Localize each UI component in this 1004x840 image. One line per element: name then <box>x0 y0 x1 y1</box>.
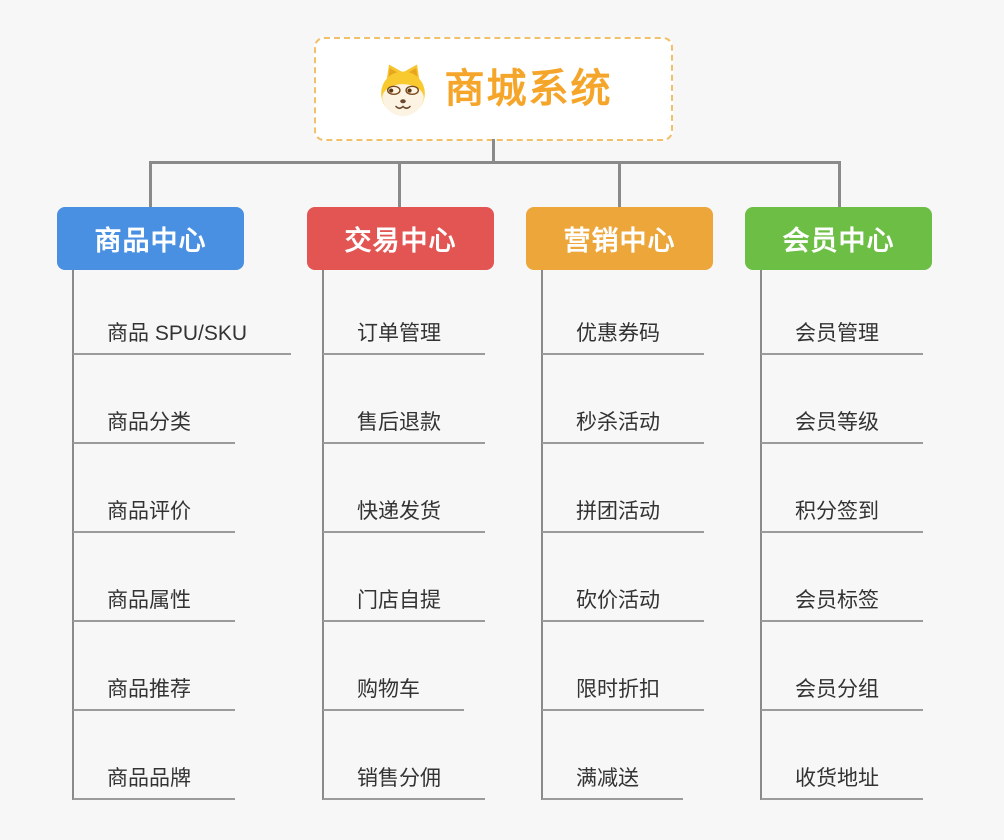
leaf-node[interactable]: 砍价活动 <box>542 586 704 622</box>
branch-children-product-center: 商品 SPU/SKU 商品分类 商品评价 商品属性 商品推荐 商品品牌 <box>72 270 307 800</box>
root-node-mall-system[interactable]: 商城系统 <box>314 37 673 141</box>
leaf-node[interactable]: 秒杀活动 <box>542 408 704 444</box>
branch-children-marketing-center: 优惠券码 秒杀活动 拼团活动 砍价活动 限时折扣 满减送 <box>541 270 776 800</box>
leaf-node[interactable]: 商品推荐 <box>73 675 235 711</box>
leaf-node[interactable]: 商品评价 <box>73 497 235 533</box>
leaf-node[interactable]: 满减送 <box>542 764 683 800</box>
branch-node-marketing-center[interactable]: 营销中心 <box>526 207 713 270</box>
leaf-node[interactable]: 商品品牌 <box>73 764 235 800</box>
connector-trunk <box>760 270 762 800</box>
branch-node-product-center[interactable]: 商品中心 <box>57 207 244 270</box>
leaf-node[interactable]: 订单管理 <box>323 319 485 355</box>
leaf-node[interactable]: 商品属性 <box>73 586 235 622</box>
leaf-node[interactable]: 收货地址 <box>761 764 923 800</box>
branch-label: 会员中心 <box>782 226 895 256</box>
branch-label: 交易中心 <box>344 226 457 256</box>
leaf-node[interactable]: 商品 SPU/SKU <box>73 319 292 355</box>
leaf-node[interactable]: 拼团活动 <box>542 497 704 533</box>
leaf-node[interactable]: 优惠券码 <box>542 319 704 355</box>
branch-children-trade-center: 订单管理 售后退款 快递发货 门店自提 购物车 销售分佣 <box>322 270 557 800</box>
connector-stub-marketing <box>618 161 621 207</box>
connector-stub-trade <box>398 161 401 207</box>
dog-face-icon <box>380 64 425 117</box>
branch-children-member-center: 会员管理 会员等级 积分签到 会员标签 会员分组 收货地址 <box>760 270 995 800</box>
connector-bus <box>149 161 841 164</box>
leaf-node[interactable]: 门店自提 <box>323 586 485 622</box>
branch-node-member-center[interactable]: 会员中心 <box>745 207 932 270</box>
leaf-node[interactable]: 会员标签 <box>761 586 923 622</box>
leaf-node[interactable]: 积分签到 <box>761 497 923 533</box>
leaf-node[interactable]: 会员管理 <box>761 319 923 355</box>
leaf-node[interactable]: 购物车 <box>323 675 464 711</box>
connector-root-drop <box>492 139 495 163</box>
connector-trunk <box>322 270 324 800</box>
branch-label: 营销中心 <box>563 226 676 256</box>
leaf-node[interactable]: 销售分佣 <box>323 764 485 800</box>
leaf-node[interactable]: 快递发货 <box>323 497 485 533</box>
leaf-node[interactable]: 售后退款 <box>323 408 485 444</box>
leaf-node[interactable]: 商品分类 <box>73 408 235 444</box>
connector-trunk <box>72 270 74 800</box>
leaf-node[interactable]: 会员等级 <box>761 408 923 444</box>
root-node-label: 商城系统 <box>444 67 613 111</box>
branch-node-trade-center[interactable]: 交易中心 <box>307 207 494 270</box>
connector-trunk <box>541 270 543 800</box>
leaf-node[interactable]: 会员分组 <box>761 675 923 711</box>
branch-label: 商品中心 <box>94 226 207 256</box>
connector-stub-member <box>838 161 841 207</box>
leaf-node[interactable]: 限时折扣 <box>542 675 704 711</box>
connector-stub-products <box>149 161 152 207</box>
